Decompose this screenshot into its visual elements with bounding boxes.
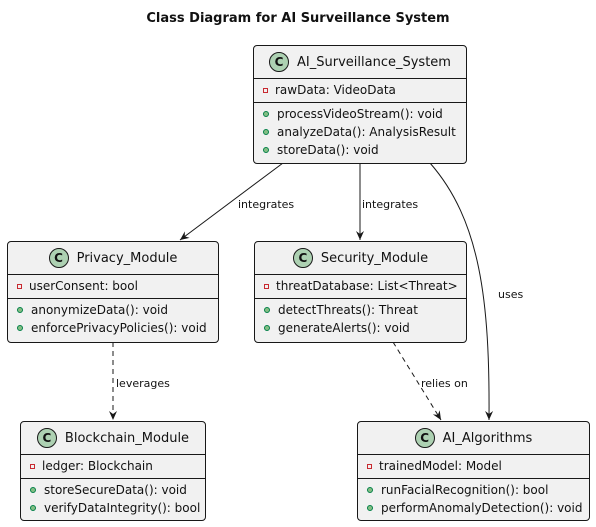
relation-system-privacy — [179, 162, 284, 241]
method-text: storeSecureData(): void — [44, 483, 187, 497]
methods-section: runFacialRecognition(): bool performAnom… — [358, 478, 589, 520]
method-row: detectThreats(): Threat — [255, 301, 466, 319]
relation-label-uses: uses — [498, 288, 523, 301]
public-visibility-icon — [17, 307, 23, 313]
method-row: analyzeData(): AnalysisResult — [254, 123, 466, 141]
public-visibility-icon — [367, 505, 373, 511]
private-visibility-icon — [263, 87, 268, 93]
class-ai-algorithms[interactable]: C AI_Algorithms trainedModel: Model runF… — [357, 421, 590, 521]
relation-label-integrates-privacy: integrates — [238, 198, 294, 211]
class-name: AI_Algorithms — [442, 430, 533, 446]
class-header: C Security_Module — [255, 242, 466, 274]
method-row: storeData(): void — [254, 141, 466, 159]
class-name: Privacy_Module — [76, 250, 178, 266]
attribute-text: rawData: VideoData — [275, 83, 396, 97]
public-visibility-icon — [30, 487, 36, 493]
attribute-row: trainedModel: Model — [358, 457, 589, 475]
class-name: Security_Module — [320, 250, 429, 266]
public-visibility-icon — [367, 487, 373, 493]
class-badge-icon: C — [48, 248, 69, 268]
attribute-row: threatDatabase: List<Threat> — [255, 277, 466, 295]
class-name: Blockchain_Module — [64, 430, 190, 446]
relation-security-algorithms — [392, 341, 442, 421]
method-row: generateAlerts(): void — [255, 319, 466, 337]
method-row: performAnomalyDetection(): void — [358, 499, 589, 517]
public-visibility-icon — [30, 505, 36, 511]
attribute-text: userConsent: bool — [29, 279, 138, 293]
attribute-row: userConsent: bool — [8, 277, 218, 295]
method-text: anonymizeData(): void — [31, 303, 168, 317]
method-text: processVideoStream(): void — [277, 107, 443, 121]
method-row: storeSecureData(): void — [21, 481, 205, 499]
method-row: verifyDataIntegrity(): bool — [21, 499, 205, 517]
attributes-section: threatDatabase: List<Threat> — [255, 274, 466, 298]
relation-label-integrates-security: integrates — [362, 198, 418, 211]
class-badge-icon: C — [292, 248, 313, 268]
class-header: C Privacy_Module — [8, 242, 218, 274]
methods-section: detectThreats(): Threat generateAlerts()… — [255, 298, 466, 340]
attributes-section: trainedModel: Model — [358, 454, 589, 478]
public-visibility-icon — [263, 147, 269, 153]
public-visibility-icon — [17, 325, 23, 331]
class-privacy-module[interactable]: C Privacy_Module userConsent: bool anony… — [7, 241, 219, 343]
private-visibility-icon — [17, 283, 22, 289]
method-text: runFacialRecognition(): bool — [381, 483, 549, 497]
public-visibility-icon — [264, 307, 270, 313]
class-badge-icon: C — [36, 428, 57, 448]
public-visibility-icon — [264, 325, 270, 331]
method-text: enforcePrivacyPolicies(): void — [31, 321, 207, 335]
class-blockchain-module[interactable]: C Blockchain_Module ledger: Blockchain s… — [20, 421, 206, 521]
diagram-title: Class Diagram for AI Surveillance System — [146, 11, 450, 26]
attribute-text: threatDatabase: List<Threat> — [276, 279, 458, 293]
class-name: AI_Surveillance_System — [297, 54, 451, 70]
attribute-row: ledger: Blockchain — [21, 457, 205, 475]
method-text: storeData(): void — [277, 143, 379, 157]
method-text: generateAlerts(): void — [278, 321, 410, 335]
class-badge-icon: C — [414, 428, 435, 448]
private-visibility-icon — [264, 283, 269, 289]
class-security-module[interactable]: C Security_Module threatDatabase: List<T… — [254, 241, 467, 343]
relation-label-relies-on: relies on — [421, 377, 468, 390]
method-row: enforcePrivacyPolicies(): void — [8, 319, 218, 337]
attributes-section: userConsent: bool — [8, 274, 218, 298]
method-text: detectThreats(): Threat — [278, 303, 418, 317]
relation-label-leverages: leverages — [116, 377, 170, 390]
method-text: analyzeData(): AnalysisResult — [277, 125, 456, 139]
attribute-text: ledger: Blockchain — [42, 459, 153, 473]
class-badge-icon: C — [269, 52, 290, 72]
methods-section: storeSecureData(): void verifyDataIntegr… — [21, 478, 205, 520]
public-visibility-icon — [263, 111, 269, 117]
attributes-section: rawData: VideoData — [254, 78, 466, 102]
attribute-text: trainedModel: Model — [379, 459, 502, 473]
class-header: C AI_Surveillance_System — [254, 46, 466, 78]
public-visibility-icon — [263, 129, 269, 135]
relation-system-algorithms — [429, 162, 494, 421]
class-header: C Blockchain_Module — [21, 422, 205, 454]
method-text: performAnomalyDetection(): void — [381, 501, 583, 515]
method-row: anonymizeData(): void — [8, 301, 218, 319]
methods-section: anonymizeData(): void enforcePrivacyPoli… — [8, 298, 218, 340]
method-text: verifyDataIntegrity(): bool — [44, 501, 201, 515]
method-row: processVideoStream(): void — [254, 105, 466, 123]
class-ai-surveillance-system[interactable]: C AI_Surveillance_System rawData: VideoD… — [253, 45, 467, 164]
method-row: runFacialRecognition(): bool — [358, 481, 589, 499]
attributes-section: ledger: Blockchain — [21, 454, 205, 478]
private-visibility-icon — [367, 463, 372, 469]
attribute-row: rawData: VideoData — [254, 81, 466, 99]
class-header: C AI_Algorithms — [358, 422, 589, 454]
methods-section: processVideoStream(): void analyzeData()… — [254, 102, 466, 162]
private-visibility-icon — [30, 463, 35, 469]
